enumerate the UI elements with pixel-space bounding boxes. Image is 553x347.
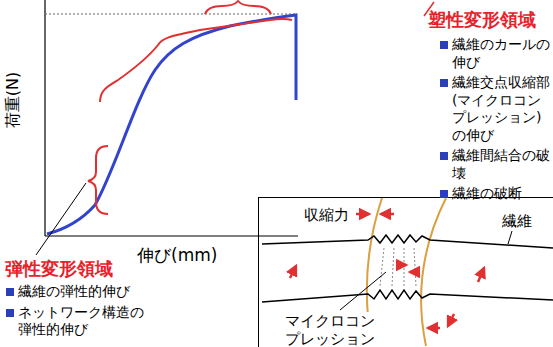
fiber-leader	[508, 231, 512, 244]
bullet-square	[6, 288, 14, 296]
bullet-square	[440, 190, 448, 198]
fiber-orange	[421, 198, 446, 346]
fiber-black	[262, 235, 553, 248]
illustration-label: 収縮力	[304, 206, 349, 224]
compression-lines	[380, 248, 416, 286]
bullet-square	[440, 79, 448, 87]
x-axis	[45, 235, 298, 236]
plastic-brace	[100, 19, 292, 102]
max-guide	[45, 14, 296, 15]
top-brace	[205, 1, 271, 14]
region-item: 繊維のカールの伸び	[452, 36, 552, 71]
bullet-square	[440, 41, 448, 49]
inset-box: 収縮力 繊維マイクロコンプレッション	[258, 197, 553, 347]
axis-label: 伸び(mm)	[137, 245, 217, 266]
compression-leader	[340, 272, 386, 310]
elastic-brace	[88, 146, 108, 214]
bullet-square	[440, 152, 448, 160]
region-item: 繊維交点収縮部(マイクロコンプレッション)の伸び	[452, 74, 552, 144]
fiber-black	[262, 290, 553, 302]
axis-label: 荷重(N)	[3, 72, 23, 128]
illustration-label: マイクロコンプレッション	[285, 312, 375, 347]
region-item: 繊維間結合の破壊	[452, 147, 552, 182]
illustration-label: 繊維	[502, 212, 532, 230]
region-heading: 塑性変形領域	[428, 9, 536, 32]
region-item: 繊維の弾性的伸び	[18, 283, 218, 301]
y-axis	[44, 0, 45, 236]
elastic-leader	[36, 183, 86, 255]
region-heading: 弾性変形領域	[5, 258, 113, 281]
region-item: 繊維の破断	[452, 185, 552, 203]
bullet-square	[6, 309, 14, 317]
region-item: ネットワーク構造の弾性的伸び	[18, 304, 150, 339]
